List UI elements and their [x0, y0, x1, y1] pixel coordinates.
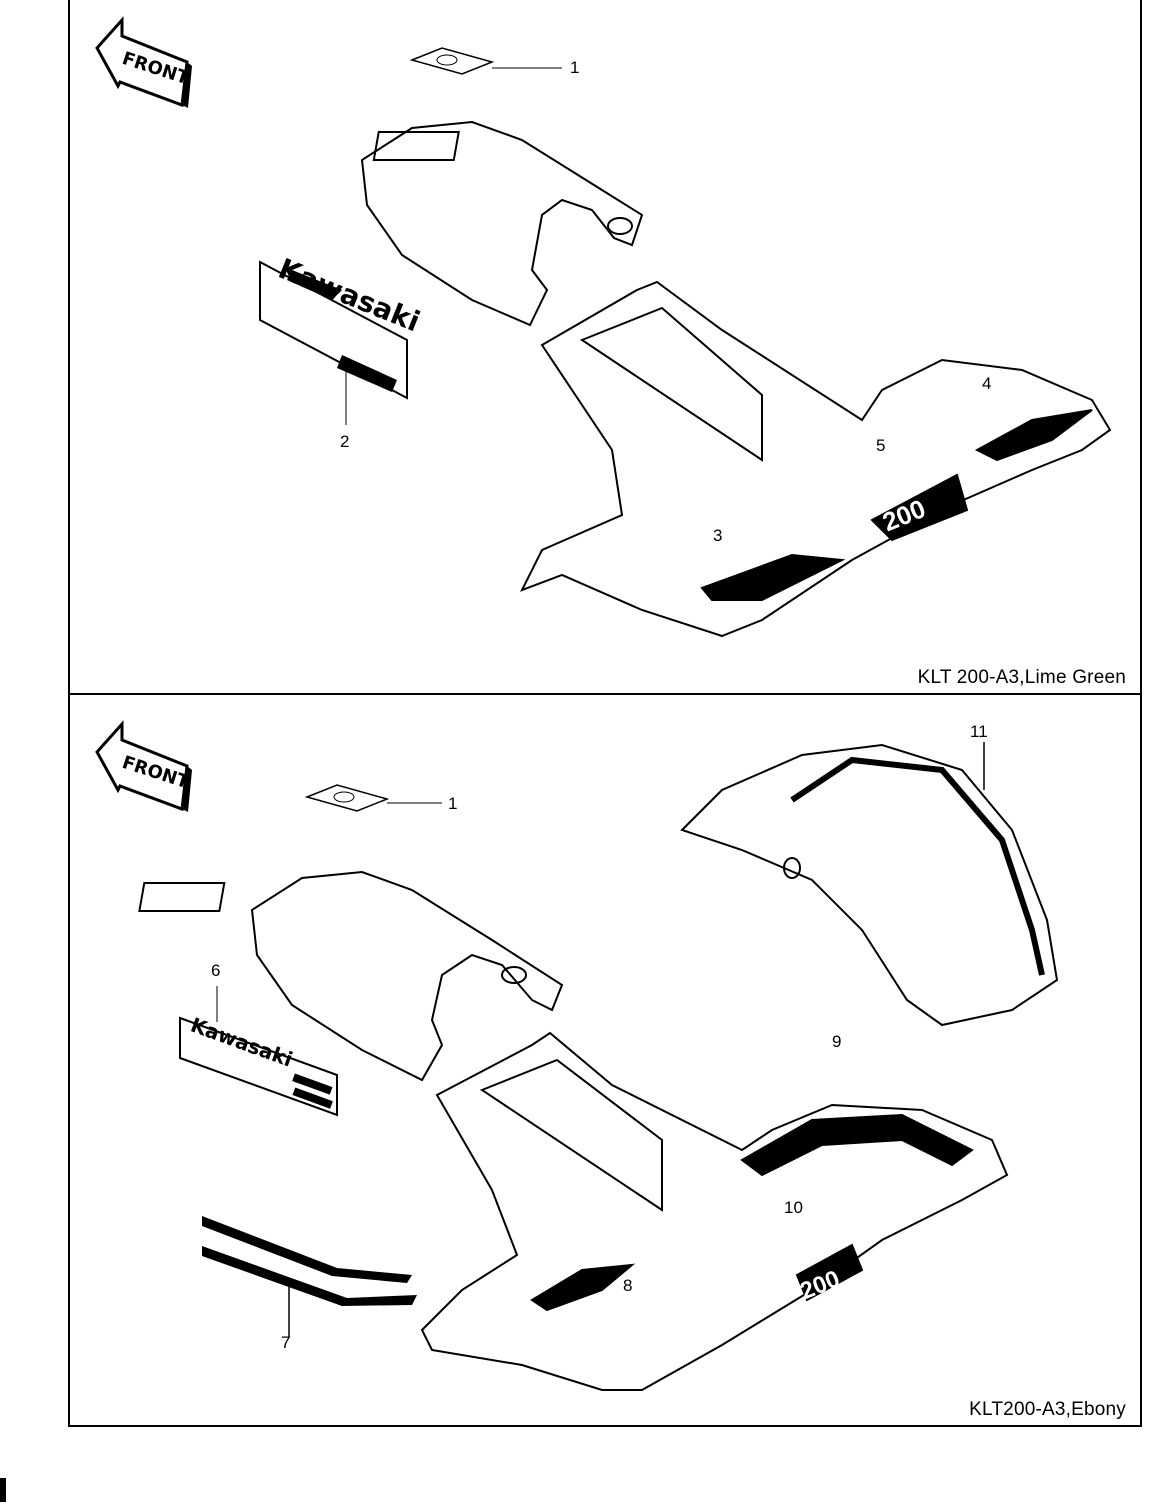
model-caption-ebony: KLT200-A3,Ebony — [969, 1399, 1126, 1420]
rear-fender-assembly: 200 — [519, 280, 1112, 638]
lime-green-diagram: FRONT Kawasaki 200 — [95, 16, 1112, 638]
callout-10: 10 — [784, 1198, 803, 1217]
front-arrow-icon: FRONT — [95, 720, 192, 812]
callout-5: 5 — [876, 436, 886, 455]
stripe-decal-part-7 — [202, 1208, 417, 1338]
callout-4: 4 — [982, 374, 992, 393]
callout-9: 9 — [832, 1032, 842, 1051]
callout-2: 2 — [340, 432, 350, 451]
callout-1: 1 — [570, 58, 580, 77]
pad-part-1 — [304, 784, 442, 812]
front-fender-part-11 — [680, 742, 1059, 1027]
panel-lime-green: FRONT Kawasaki 200 — [68, 0, 1142, 695]
callout-6: 6 — [211, 961, 221, 980]
callout-3: 3 — [713, 526, 723, 545]
model-caption-lime-green: KLT 200-A3,Lime Green — [917, 667, 1126, 688]
front-arrow-icon: FRONT — [95, 16, 192, 108]
ebony-diagram: FRONT Kawasaki — [95, 720, 1059, 1391]
pad-part-1 — [409, 47, 562, 75]
page-edge-mark — [0, 1478, 6, 1502]
callout-1: 1 — [448, 794, 458, 813]
rear-fender-assembly: 200 — [420, 1031, 1009, 1391]
tank-cover-part — [138, 870, 564, 1082]
callout-8: 8 — [623, 1276, 633, 1295]
panel-ebony: FRONT Kawasaki — [68, 695, 1142, 1427]
tank-cover-part — [360, 120, 644, 327]
callout-11: 11 — [970, 722, 988, 741]
kawasaki-decal-part-2: Kawasaki — [259, 252, 424, 425]
callout-7: 7 — [281, 1333, 291, 1352]
